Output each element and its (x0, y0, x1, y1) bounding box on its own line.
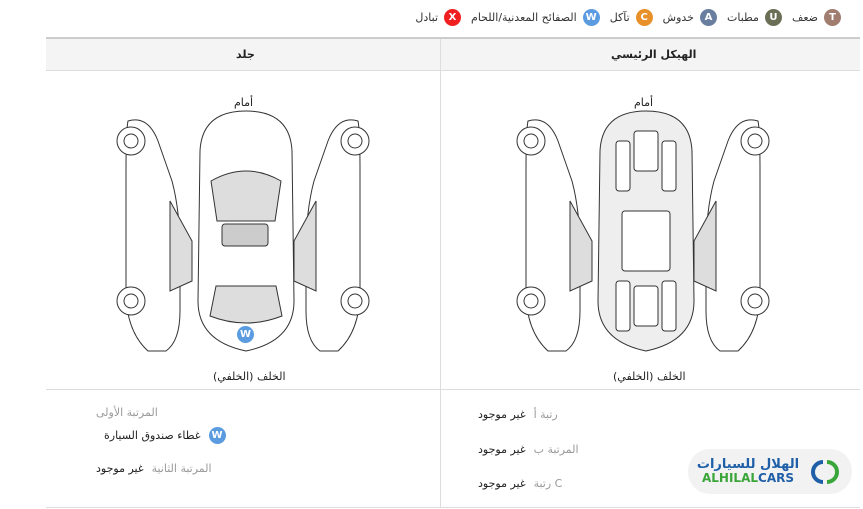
table-header: جلد الهيكل الرئيسي (46, 39, 860, 71)
legend-label: خدوش (662, 11, 694, 24)
legend-item-corrosion: C تآكل (610, 9, 653, 26)
damage-item: غطاء صندوق السيارة (104, 429, 201, 442)
skin-first-rank-item: W غطاء صندوق السيارة (104, 427, 226, 444)
logo-text: الهلال للسيارات ALHILALCARS (696, 456, 800, 486)
car-side-right (293, 119, 370, 352)
a-badge-icon: A (700, 9, 717, 26)
skin-first-rank-label: المرتبة الأولى (96, 406, 158, 419)
legend-label: تآكل (609, 11, 630, 24)
front-label-frame: أمام (634, 96, 654, 109)
skin-second-rank: المرتبة الثانية غير موجود (96, 462, 212, 475)
rank-label: رتبة C (533, 477, 563, 490)
rank-value: غير موجود (478, 408, 526, 421)
legend-item-dents: U مطبات (727, 9, 782, 26)
car-side-left (516, 119, 593, 352)
logo-arabic: الهلال للسيارات (696, 456, 800, 472)
car-frame-top-view (597, 110, 695, 352)
alhilal-cars-logo: الهلال للسيارات ALHILALCARS (688, 449, 852, 494)
front-label-skin: أمام (234, 96, 254, 109)
rank-label: رتبة أ (533, 408, 558, 421)
legend-item-scratches: A خدوش (663, 9, 717, 26)
column-divider (440, 39, 441, 507)
damage-legend: T ضعف U مطبات A خدوش C تآكل W الصفائح المعدني… (415, 9, 841, 26)
legend-label: مطبات (727, 11, 759, 24)
frame-rank-c: رتبة C غير موجود (478, 477, 562, 490)
frame-rank-b: المرتبة ب غير موجود (478, 443, 579, 456)
u-badge-icon: U (764, 9, 782, 26)
w-damage-marker[interactable]: W (237, 326, 254, 343)
car-top-view (197, 110, 295, 352)
legend-label: تبادل (415, 11, 439, 24)
rear-label-skin: الخلف (الخلفي) (213, 370, 286, 383)
legend-label: الصفائح المعدنية/اللحام (471, 11, 577, 24)
rear-label-frame: الخلف (الخلفي) (613, 370, 686, 383)
car-side-right (693, 119, 770, 352)
logo-latin-a: ALHILAL (701, 471, 759, 486)
row-divider (46, 389, 860, 390)
legend-item-weakness: T ضعف (792, 9, 841, 26)
rank-value: غير موجود (478, 443, 526, 456)
rank-label: المرتبة ب (533, 443, 579, 456)
legend-item-welding: W الصفائح المعدنية/اللحام (471, 9, 600, 26)
c-badge-icon: C (635, 9, 653, 26)
rank-label: المرتبة الثانية (151, 462, 212, 475)
logo-rings-icon (811, 459, 840, 484)
t-badge-icon: T (824, 9, 841, 26)
col-header-frame: الهيكل الرئيسي (611, 48, 697, 61)
frame-car-diagram (516, 110, 770, 352)
inspection-table: جلد الهيكل الرئيسي أمام الخلف (الخلفي) أ… (46, 37, 860, 508)
legend-label: ضعف (791, 11, 818, 24)
frame-rank-a: رتبة أ غير موجود (478, 408, 558, 421)
col-header-skin: جلد (236, 48, 255, 61)
legend-item-exchange: X تبادل (415, 9, 462, 26)
x-badge-icon: X (444, 9, 462, 26)
logo-latin-b: CARS (758, 471, 794, 486)
w-badge-icon: W (208, 427, 226, 444)
skin-car-diagram (116, 110, 370, 352)
rank-value: غير موجود (96, 462, 144, 475)
rank-value: غير موجود (478, 477, 526, 490)
w-badge-icon: W (582, 9, 600, 26)
car-side-left (116, 119, 193, 352)
